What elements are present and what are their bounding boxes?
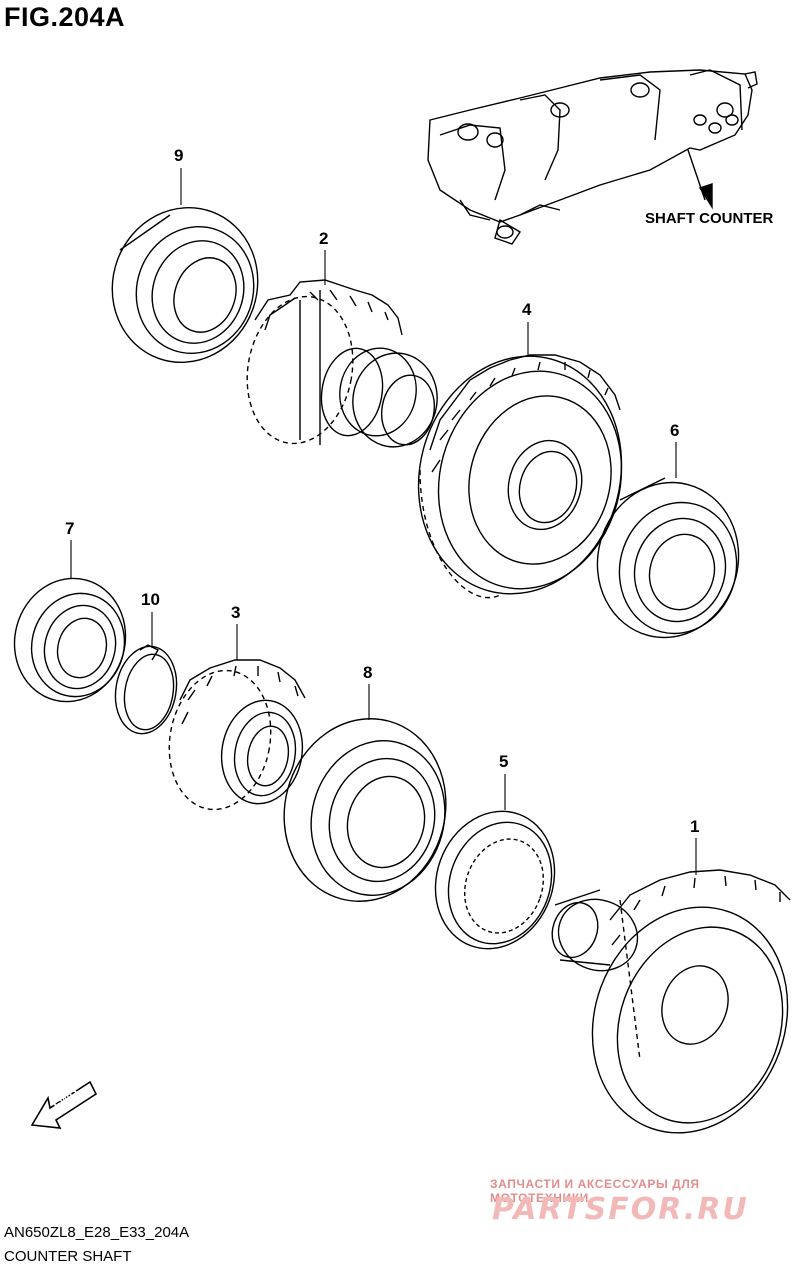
callout-6: 6 <box>670 421 680 440</box>
part-1-countershaft <box>551 869 791 1134</box>
figure-title: FIG.204A <box>4 2 126 32</box>
diagram-name: COUNTER SHAFT <box>4 1248 132 1265</box>
part-7-bearing <box>13 577 127 703</box>
leader-lines <box>70 168 697 875</box>
callout-4: 4 <box>522 300 532 319</box>
diagram-code: AN650ZL8_E28_E33_204A <box>4 1224 190 1241</box>
part-6-bearing <box>596 477 740 639</box>
callout-1: 1 <box>690 817 700 836</box>
part-3-gear <box>168 659 306 811</box>
part-5-seal <box>434 810 556 950</box>
shaft-counter-assembly <box>427 69 758 245</box>
part-2-gear <box>246 279 438 448</box>
callout-7: 7 <box>65 519 75 538</box>
callout-2: 2 <box>319 229 329 248</box>
watermark-tagline: ЗАПЧАСТИ И АКСЕССУАРЫ ДЛЯ МОТОТЕХНИКИ <box>490 1177 700 1205</box>
callout-5: 5 <box>499 752 509 771</box>
part-8-bearing <box>283 718 447 902</box>
callout-9: 9 <box>174 146 184 165</box>
callout-3: 3 <box>231 603 241 622</box>
fwd-arrow <box>30 1080 98 1129</box>
watermark-logo: PARTSFOR.RU <box>492 1192 749 1227</box>
part-4-gear <box>417 354 623 599</box>
part-9-bearing <box>111 206 259 364</box>
callout-10: 10 <box>141 590 160 609</box>
shaft-counter-label: SHAFT COUNTER <box>645 210 774 227</box>
part-10-circlip <box>114 644 178 735</box>
callout-8: 8 <box>363 663 373 682</box>
